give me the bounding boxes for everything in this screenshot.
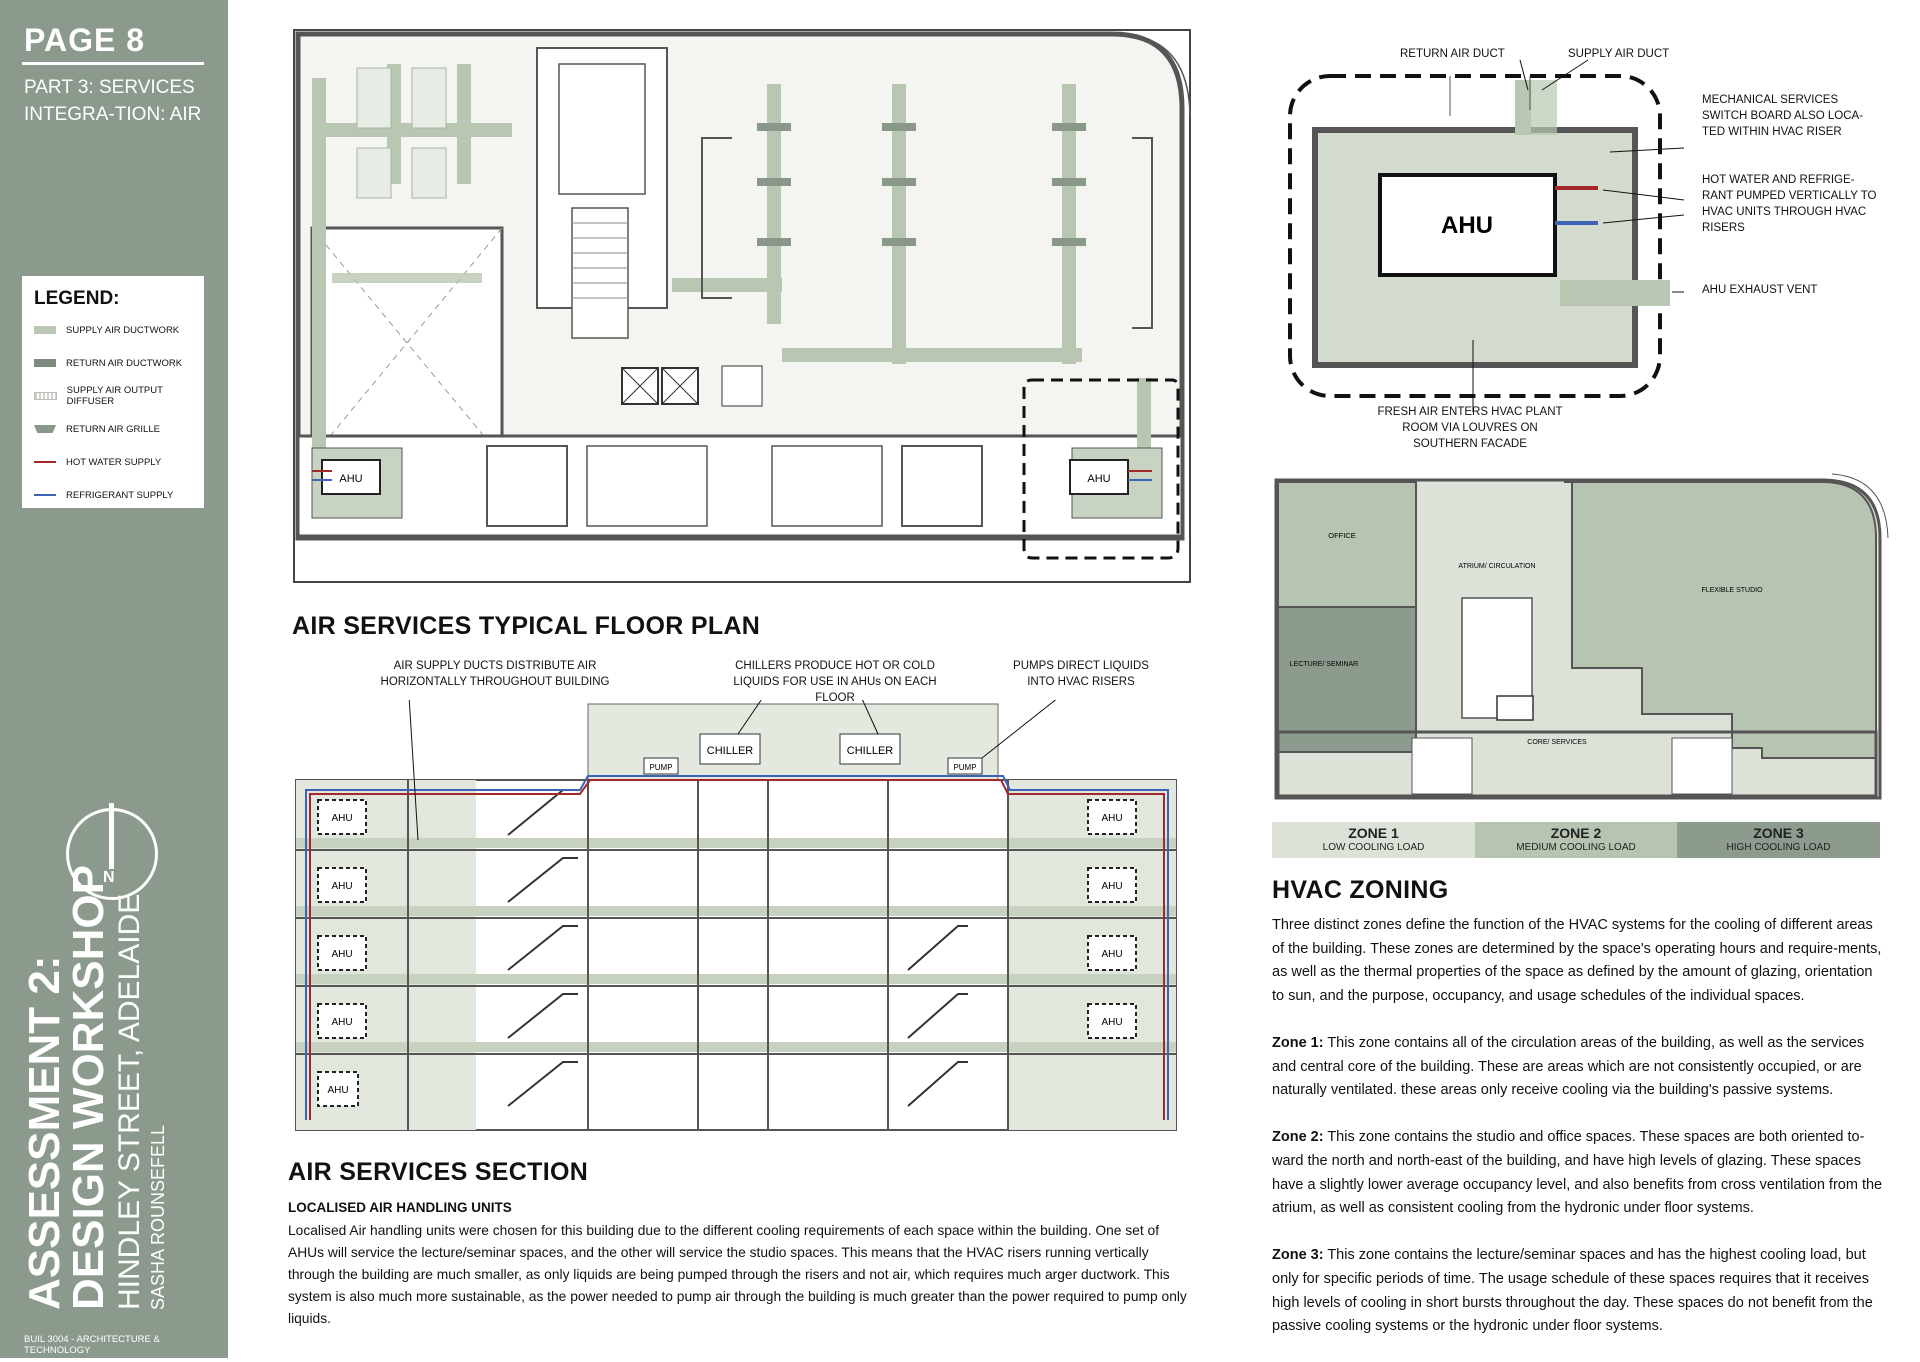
- zone-1-paragraph: Zone 1: This zone contains all of the ci…: [1272, 1032, 1884, 1103]
- floor-plan-heading: AIR SERVICES TYPICAL FLOOR PLAN: [292, 612, 761, 640]
- chillers-callout: CHILLERS PRODUCE HOT OR COLD LIQUIDS FOR…: [733, 660, 937, 704]
- legend-item-grille: RETURN AIR GRILLE: [34, 419, 160, 439]
- legend-label: SUPPLY AIR DUCTWORK: [66, 324, 180, 336]
- floor-plan-svg: AHU AHU: [293, 29, 1191, 583]
- legend-item-return-duct: RETURN AIR DUCTWORK: [34, 353, 182, 373]
- section-ahu-label: AHU: [331, 813, 352, 824]
- zone-label-lecture: LECTURE/ SEMINAR: [1290, 661, 1358, 668]
- diffuser-swatch: [34, 392, 57, 400]
- section-ahu-label: AHU: [331, 1017, 352, 1028]
- zone-2-text: This zone contains the studio and office…: [1272, 1129, 1883, 1217]
- section-drawing: CHILLER CHILLER PUMP PUMP AHU AHU AHU AH…: [288, 679, 1188, 1136]
- refrigerant-swatch: [34, 494, 56, 496]
- zone-label-core: CORE/ SERVICES: [1527, 739, 1587, 746]
- return-air-duct-callout: RETURN AIR DUCT: [1400, 48, 1505, 60]
- section-ahu-label: AHU: [1101, 949, 1122, 960]
- section-ahu-label: AHU: [1101, 881, 1122, 892]
- zone-3-text: This zone contains the lecture/seminar s…: [1272, 1247, 1873, 1335]
- sidebar: PAGE 8 PART 3: SERVICES INTEGRA-TION: AI…: [0, 0, 228, 1358]
- hvac-text: Three distinct zones define the function…: [1272, 914, 1884, 1362]
- plant-room-svg: AHU: [1288, 59, 1685, 412]
- page-number: PAGE 8: [24, 22, 145, 58]
- grille-swatch: [34, 425, 56, 433]
- zone-1-title: ZONE 1: [1348, 825, 1399, 841]
- legend-title: LEGEND:: [34, 288, 120, 309]
- zone-3-label: Zone 3:: [1272, 1247, 1324, 1264]
- north-arrow-icon: N: [66, 803, 158, 900]
- zone-1-text: This zone contains all of the circulatio…: [1272, 1034, 1865, 1099]
- hot-water-callout: HOT WATER AND REFRIGE-RANT PUMPED VERTIC…: [1702, 174, 1877, 234]
- zone-2-title: ZONE 2: [1550, 825, 1602, 841]
- author: SASHA ROUNSEFELL: [148, 1124, 168, 1310]
- zone-2-subtitle: MEDIUM COOLING LOAD: [1516, 842, 1636, 853]
- plant-ahu-label: AHU: [1441, 212, 1493, 239]
- chiller-2-label: CHILLER: [847, 745, 894, 757]
- zone-2-bar: ZONE 2 MEDIUM COOLING LOAD: [1475, 822, 1677, 858]
- zone-2-label: Zone 2:: [1272, 1129, 1324, 1146]
- switchboard-callout: MECHANICAL SERVICES SWITCH BOARD ALSO LO…: [1702, 94, 1864, 138]
- fresh-air-callout: FRESH AIR ENTERS HVAC PLANT ROOM VIA LOU…: [1377, 406, 1563, 450]
- ahu-right-label: AHU: [1087, 473, 1110, 485]
- hvac-intro: Three distinct zones define the function…: [1272, 917, 1882, 1004]
- location: HINDLEY STREET, ADELAIDE: [113, 893, 146, 1310]
- section-ahu-label: AHU: [1101, 813, 1122, 824]
- exhaust-callout: AHU EXHAUST VENT: [1702, 284, 1818, 296]
- chiller-1-label: CHILLER: [707, 745, 754, 757]
- legend-label: RETURN AIR GRILLE: [66, 423, 160, 435]
- part-title: PART 3: SERVICES INTEGRA-TION: AIR: [24, 77, 202, 125]
- zone-label-flexible: FLEXIBLE STUDIO: [1701, 587, 1763, 594]
- legend-item-diffuser: SUPPLY AIR OUTPUT DIFFUSER: [34, 385, 204, 407]
- zone-3-title: ZONE 3: [1753, 825, 1804, 841]
- section-body: Localised Air handling units were chosen…: [288, 1223, 1187, 1326]
- assessment-title: ASSESSMENT 2:: [20, 955, 69, 1310]
- pumps-callout: PUMPS DIRECT LIQUIDS INTO HVAC RISERS: [1013, 660, 1149, 688]
- ahu-left-label: AHU: [339, 473, 362, 485]
- legend-label: HOT WATER SUPPLY: [66, 456, 162, 468]
- legend-item-supply-duct: SUPPLY AIR DUCTWORK: [34, 320, 179, 340]
- plant-room-detail: AHU: [1270, 40, 1910, 440]
- legend-item-hot-water: HOT WATER SUPPLY: [34, 452, 161, 472]
- zone-label-atrium: ATRIUM/ CIRCULATION: [1458, 563, 1535, 570]
- zoning-plan-svg: OFFICE ATRIUM/ CIRCULATION FLEXIBLE STUD…: [1272, 468, 1892, 820]
- course-code: BUIL 3004 - ARCHITECTURE & TECHNOLOGY: [24, 1334, 160, 1356]
- legend-label: REFRIGERANT SUPPLY: [66, 489, 174, 501]
- pump-2-label: PUMP: [953, 763, 976, 772]
- pump-1-label: PUMP: [649, 763, 672, 772]
- legend-item-refrigerant: REFRIGERANT SUPPLY: [34, 485, 173, 505]
- section-ahu-label: AHU: [331, 949, 352, 960]
- north-label: N: [103, 869, 115, 886]
- zone-label-office: OFFICE: [1328, 531, 1356, 540]
- return-duct-swatch: [34, 359, 56, 367]
- hvac-heading: HVAC ZONING: [1272, 876, 1449, 904]
- zone-3-bar: ZONE 3 HIGH COOLING LOAD: [1677, 822, 1880, 858]
- zone-2-paragraph: Zone 2: This zone contains the studio an…: [1272, 1126, 1884, 1220]
- section-ahu-label: AHU: [327, 1085, 348, 1096]
- section-svg: CHILLER CHILLER PUMP PUMP AHU AHU AHU AH…: [290, 679, 1180, 1134]
- supply-duct-swatch: [34, 326, 56, 334]
- legend-label: RETURN AIR DUCTWORK: [66, 357, 183, 369]
- ducts-callout: AIR SUPPLY DUCTS DISTRIBUTE AIR HORIZONT…: [380, 660, 610, 688]
- section-ahu-label: AHU: [331, 881, 352, 892]
- floor-plan-drawing: AHU AHU: [292, 28, 1192, 586]
- supply-air-duct-callout: SUPPLY AIR DUCT: [1568, 48, 1670, 60]
- workshop-title: DESIGN WORKSHOP: [64, 865, 113, 1310]
- zoning-plan-drawing: OFFICE ATRIUM/ CIRCULATION FLEXIBLE STUD…: [1272, 468, 1892, 820]
- section-subheading: LOCALISED AIR HANDLING UNITS: [288, 1200, 512, 1215]
- section-heading: AIR SERVICES SECTION: [288, 1158, 589, 1186]
- legend: LEGEND: SUPPLY AIR DUCTWORK RETURN AIR D…: [22, 276, 204, 508]
- zone-3-paragraph: Zone 3: This zone contains the lecture/s…: [1272, 1244, 1884, 1338]
- legend-label: SUPPLY AIR OUTPUT DIFFUSER: [66, 385, 163, 407]
- section-ahu-label: AHU: [1101, 1017, 1122, 1028]
- zone-1-subtitle: LOW COOLING LOAD: [1322, 842, 1425, 853]
- title-divider: [22, 62, 204, 65]
- zone-1-bar: ZONE 1 LOW COOLING LOAD: [1272, 822, 1475, 858]
- zone-1-label: Zone 1:: [1272, 1034, 1324, 1051]
- zone-3-subtitle: HIGH COOLING LOAD: [1726, 842, 1831, 853]
- hot-water-swatch: [34, 461, 56, 463]
